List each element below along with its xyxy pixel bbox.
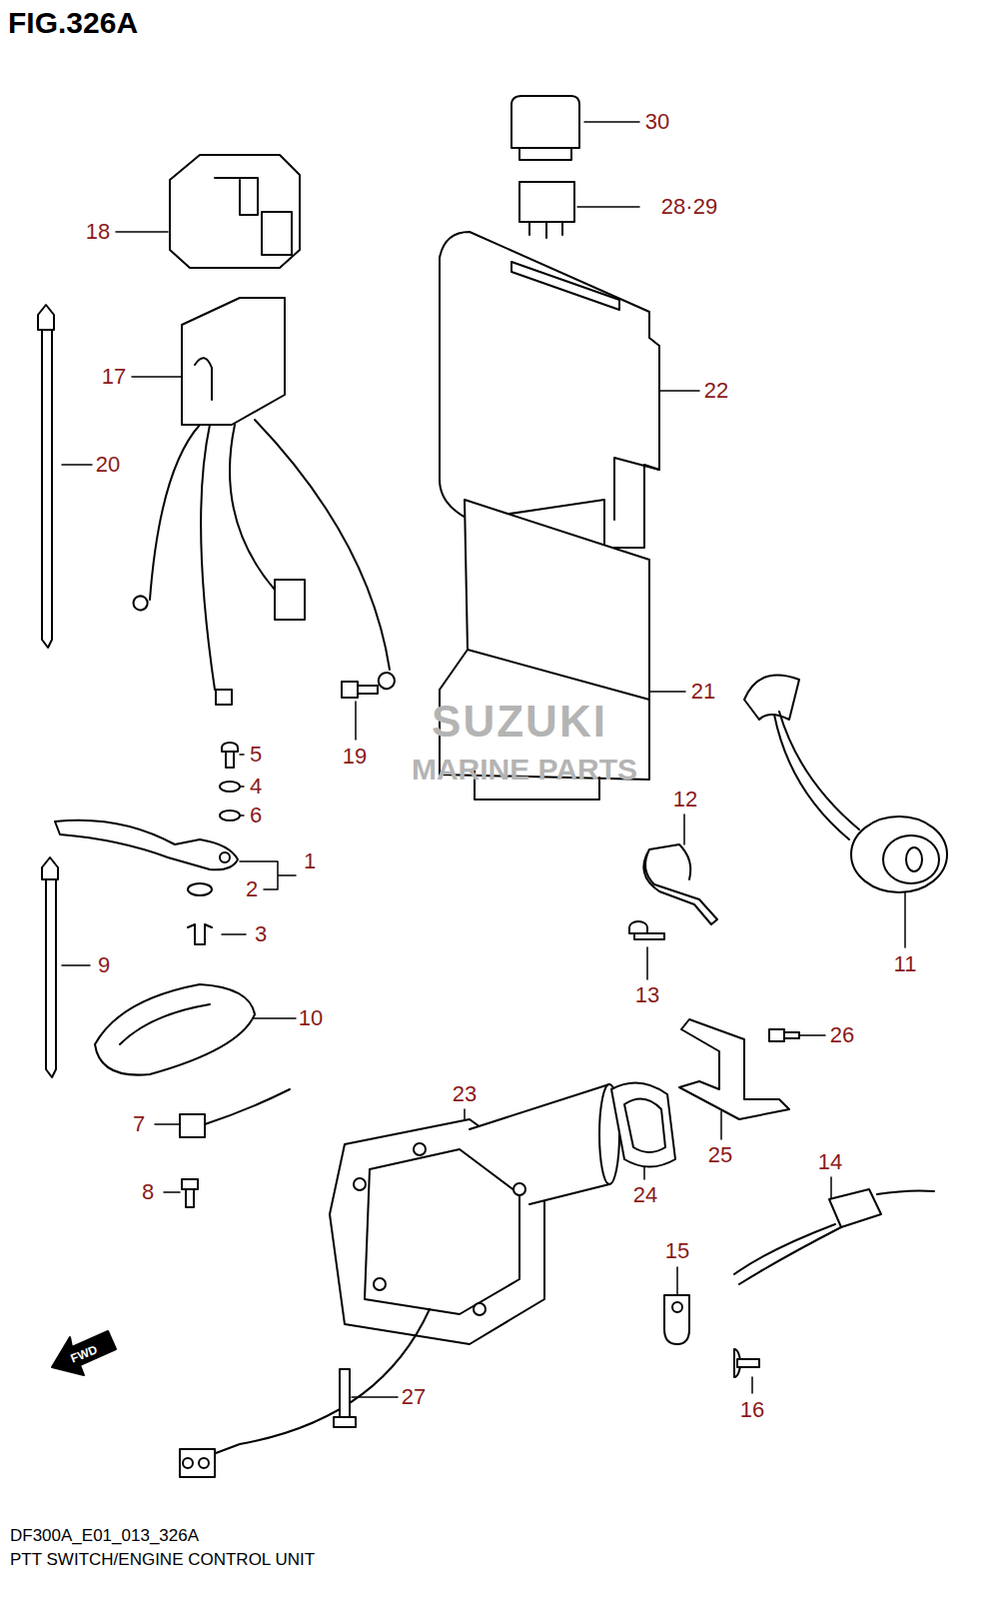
watermark: SUZUKI [431, 699, 608, 744]
callout-number: 22 [703, 379, 730, 402]
callout-number: 15 [664, 1239, 691, 1262]
callout-number: 8 [140, 1180, 155, 1203]
callout-number: 16 [739, 1398, 766, 1421]
figure-title: FIG.326A [7, 7, 138, 38]
callout-number: 24 [632, 1183, 659, 1206]
callout-number: 2 [244, 878, 259, 901]
callout-number: 13 [634, 984, 661, 1006]
callout-number: 18 [84, 220, 111, 243]
callout-number: 27 [400, 1385, 427, 1408]
callout-number: 20 [94, 453, 121, 476]
callout-number: 25 [707, 1143, 734, 1166]
callout-number: 3 [253, 923, 268, 946]
figure-code: DF300A_E01_013_326A [9, 1526, 199, 1544]
callout-number: 12 [672, 788, 699, 811]
callout-number: 26 [829, 1023, 856, 1046]
callout-number: 23 [451, 1082, 478, 1105]
callout-number: 14 [817, 1150, 844, 1173]
callout-number: 10 [297, 1006, 324, 1029]
callout-number: 11 [893, 953, 919, 976]
callout-number: 30 [644, 110, 671, 133]
callout-number: 19 [341, 745, 368, 768]
watermark: MARINE PARTS [411, 754, 638, 785]
callout-number: 9 [96, 954, 111, 977]
callout-number: 28·29 [660, 195, 719, 218]
callout-number: 5 [248, 743, 263, 766]
callout-number: 4 [248, 775, 263, 798]
callout-number: 21 [690, 680, 717, 703]
callout-number: 17 [100, 365, 127, 388]
callout-number: 7 [131, 1112, 146, 1135]
figure-caption: PTT SWITCH/ENGINE CONTROL UNIT [9, 1550, 315, 1568]
callout-number: 6 [248, 804, 263, 827]
callout-number: 1 [302, 850, 317, 873]
